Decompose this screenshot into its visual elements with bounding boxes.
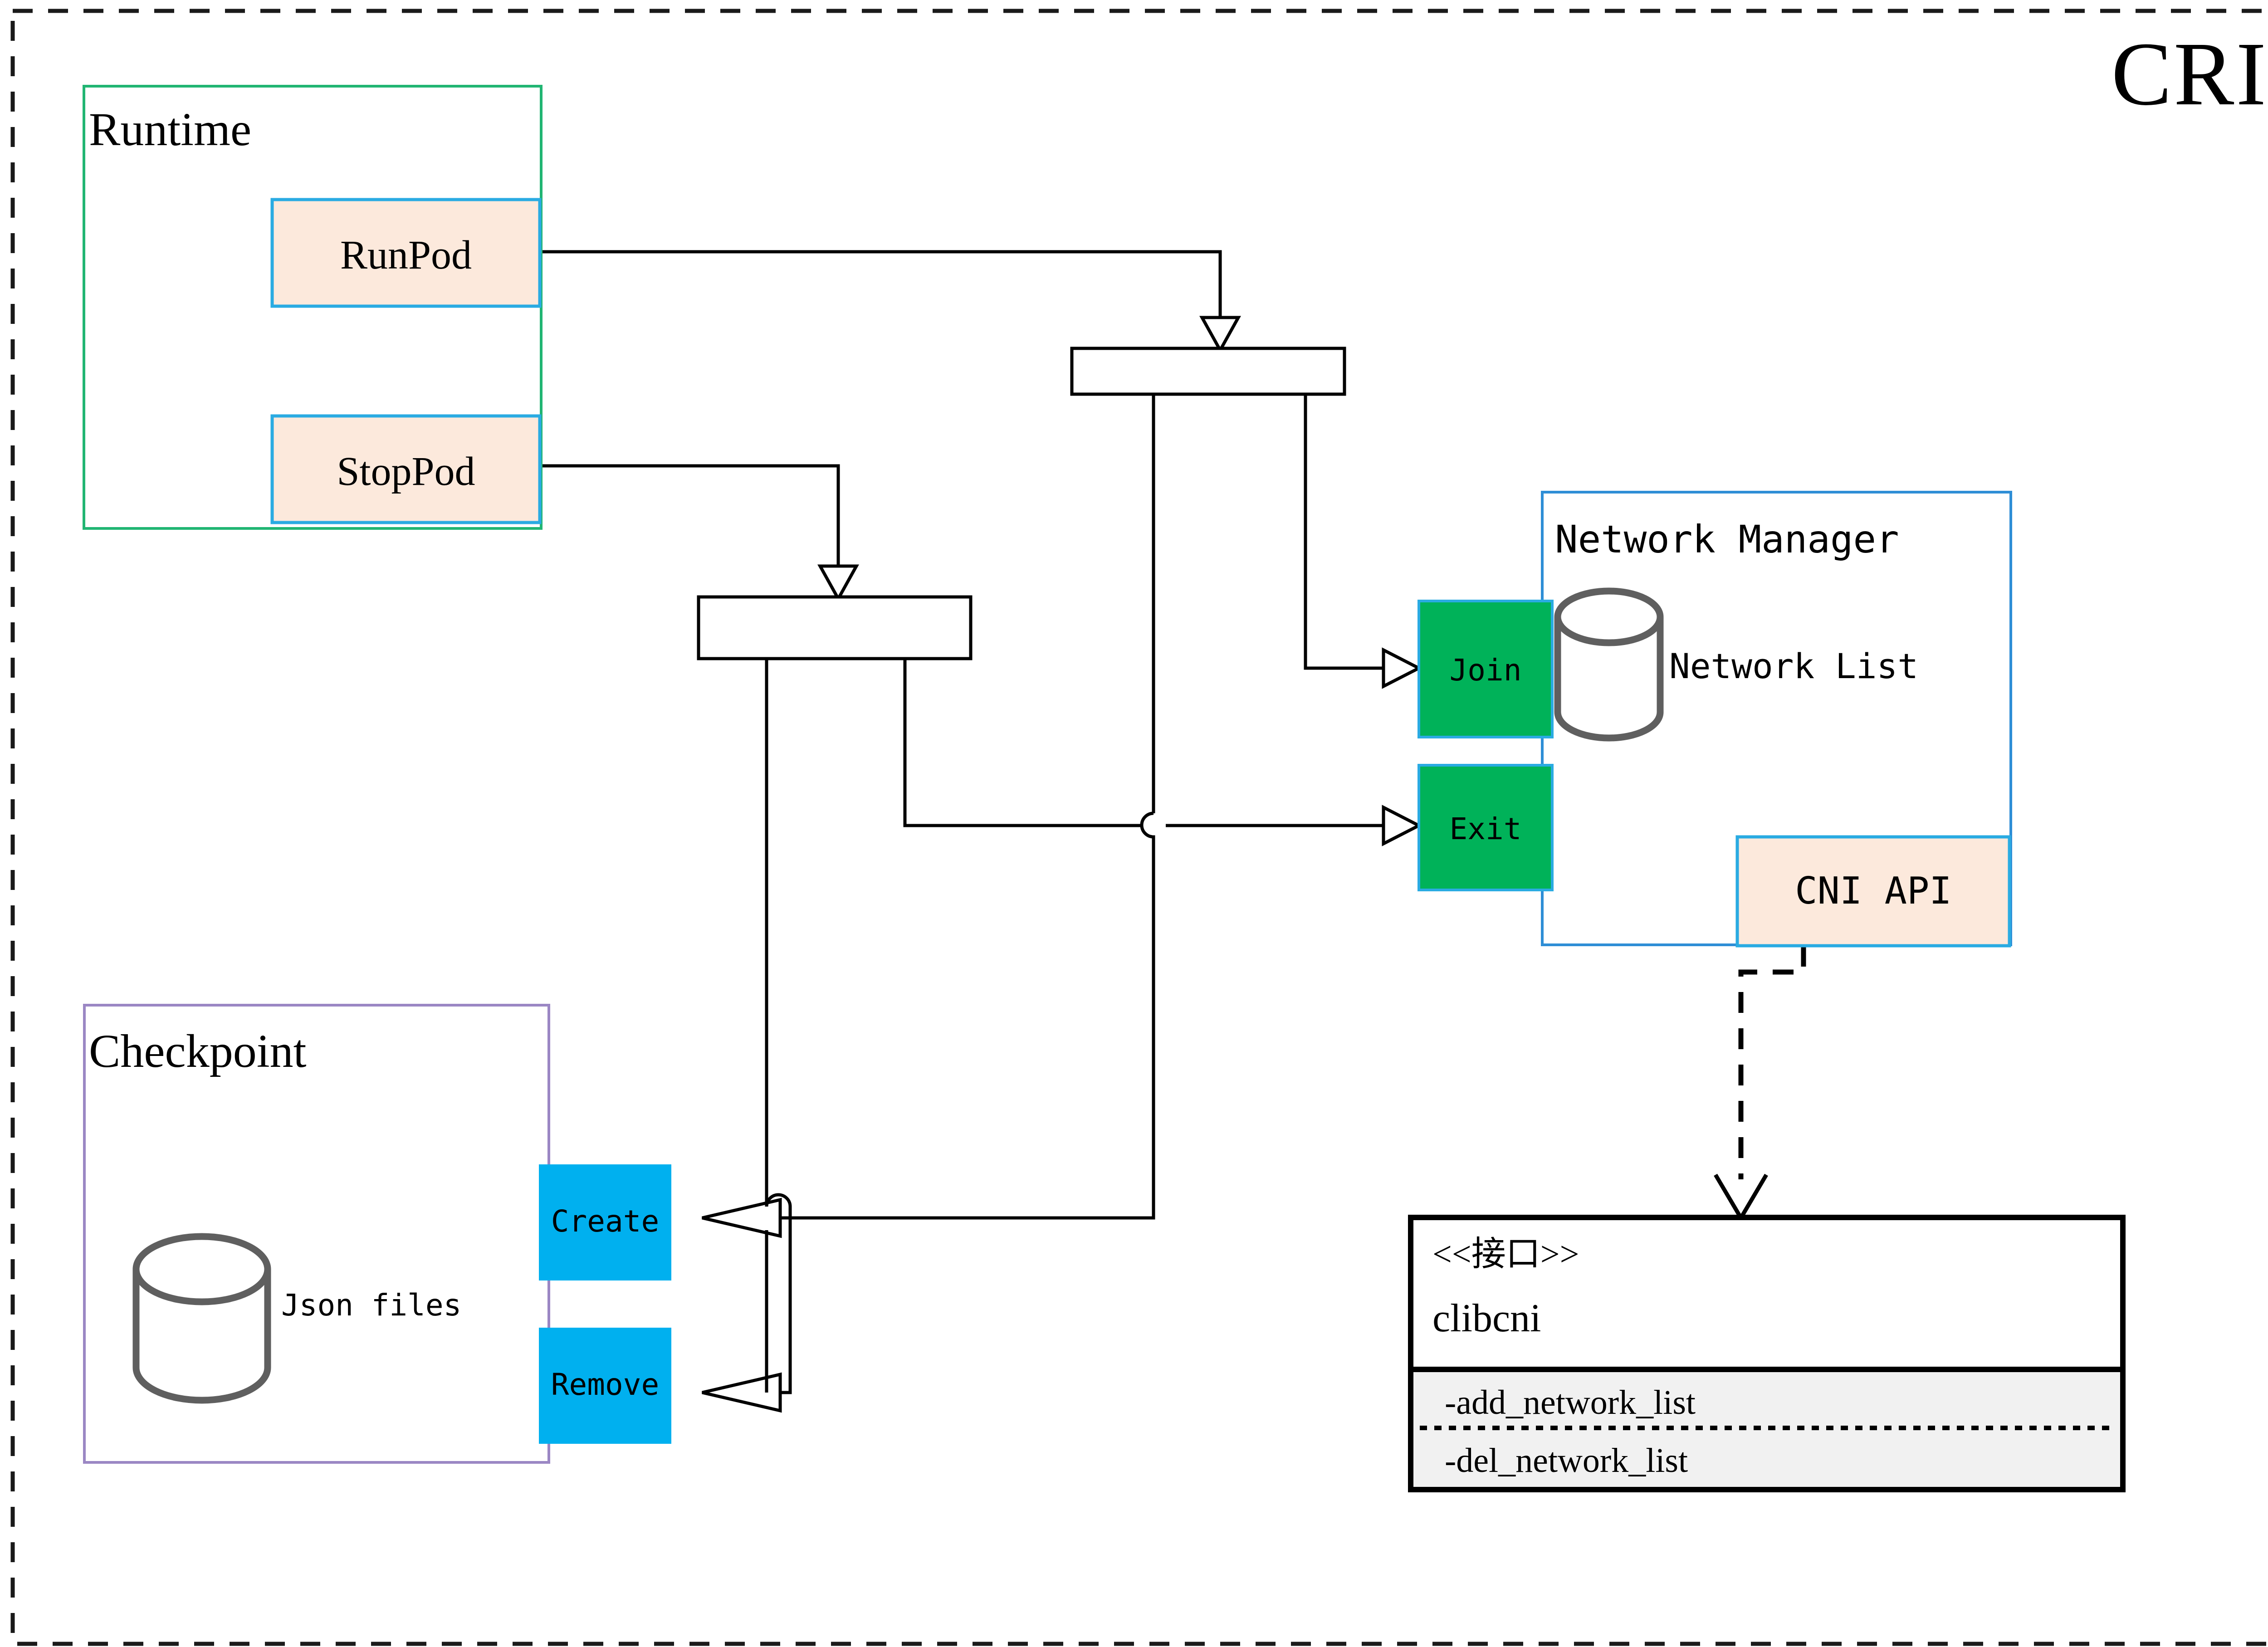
- cni-api-label: CNI API: [1795, 870, 1952, 913]
- remove-label: Remove: [551, 1367, 659, 1402]
- runtime-op-stoppod[interactable]: StopPod: [270, 414, 542, 524]
- edge-fork1-left-leg: [702, 393, 1155, 1238]
- fork-bar-runpod: [1070, 347, 1346, 396]
- network-manager-port-exit[interactable]: Exit: [1418, 764, 1554, 891]
- edge-fork1-right-leg: [1304, 393, 1422, 689]
- network-list-cylinder-icon: [1554, 587, 1664, 742]
- json-files-cylinder-icon: [132, 1233, 271, 1404]
- network-manager-port-join[interactable]: Join: [1418, 600, 1554, 738]
- clibcni-method-1: -del_network_list: [1445, 1442, 1688, 1480]
- create-box[interactable]: [539, 1164, 671, 1280]
- checkpoint-op-create[interactable]: Create: [539, 1164, 671, 1280]
- checkpoint-title: Checkpoint: [89, 1025, 307, 1077]
- clibcni-interface-block[interactable]: <<接口>> clibcni -add_network_list -del_ne…: [1408, 1215, 2126, 1492]
- join-box[interactable]: [1418, 600, 1554, 738]
- create-label: Create: [551, 1204, 659, 1239]
- clibcni-method-0: -add_network_list: [1445, 1383, 1696, 1422]
- checkpoint-op-remove[interactable]: Remove: [539, 1328, 671, 1444]
- clibcni-name: clibcni: [1432, 1296, 1541, 1340]
- edge-stoppod-to-fork: [540, 464, 859, 602]
- runtime-title: Runtime: [89, 103, 251, 156]
- runpod-label: RunPod: [340, 233, 472, 278]
- clibcni-stereotype: <<接口>>: [1432, 1235, 1579, 1273]
- cni-api-box[interactable]: [1735, 835, 2011, 948]
- cni-api-block[interactable]: CNI API: [1735, 835, 2011, 948]
- edge-cniapi-to-clibcni: [1714, 946, 1806, 1222]
- remove-box[interactable]: [539, 1328, 671, 1444]
- exit-box[interactable]: [1418, 764, 1554, 891]
- network-list-label: Network List: [1669, 646, 1918, 686]
- runtime-op-runpod[interactable]: RunPod: [270, 198, 542, 308]
- checkpoint-container: Checkpoint Json files: [83, 1004, 550, 1464]
- outer-frame: [10, 9, 2268, 1646]
- edge-fork2-left-leg: [702, 658, 792, 1413]
- page-title: CRI: [2112, 24, 2268, 124]
- join-label: Join: [1450, 653, 1522, 688]
- stoppod-box[interactable]: [270, 414, 542, 524]
- fork-bar-stoppod: [697, 595, 973, 660]
- runpod-box[interactable]: [270, 198, 542, 308]
- exit-label: Exit: [1450, 811, 1522, 846]
- edge-runpod-to-fork: [540, 250, 1241, 354]
- stoppod-label: StopPod: [337, 449, 475, 494]
- edge-fork2-right-leg: [903, 658, 1422, 846]
- json-files-label: Json files: [281, 1288, 461, 1323]
- network-manager-title: Network Manager: [1555, 517, 1899, 562]
